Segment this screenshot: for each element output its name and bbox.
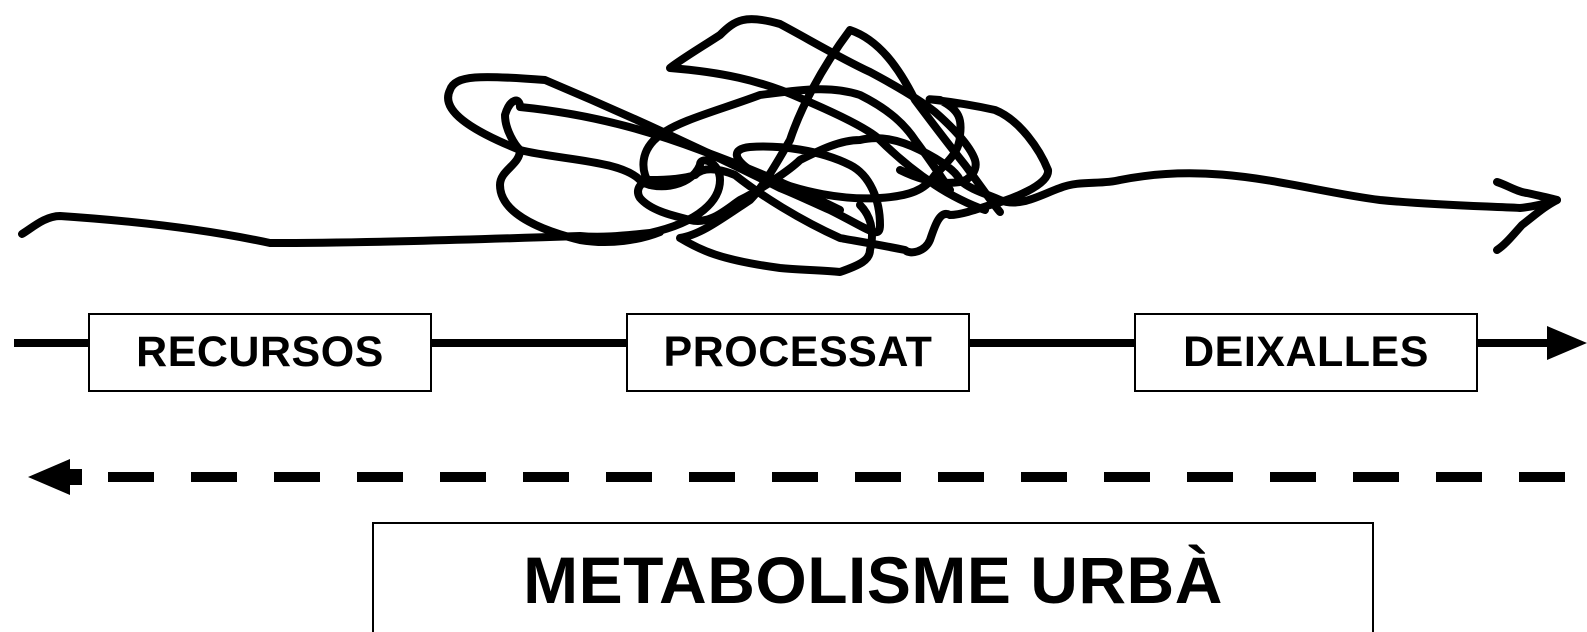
dashed-return-arrowhead (28, 459, 82, 495)
diagram-title: METABOLISME URBÀ (523, 543, 1223, 617)
stage-box-recursos: RECURSOS (88, 313, 432, 392)
linear-flow-arrowhead (1547, 326, 1587, 360)
tangled-loop-middle (676, 26, 1004, 276)
tangled-loop-right (639, 85, 954, 194)
tangled-flow-arrow (18, 15, 1561, 276)
stage-label-processat: PROCESSAT (663, 328, 933, 376)
stage-label-deixalles: DEIXALLES (1183, 328, 1429, 376)
stage-box-deixalles: DEIXALLES (1134, 313, 1478, 392)
tangled-loop-left (496, 96, 844, 246)
stage-box-processat: PROCESSAT (626, 313, 970, 392)
dashed-return-arrow (28, 459, 1587, 495)
stage-label-recursos: RECURSOS (136, 328, 384, 376)
tangled-flow-line (18, 73, 1561, 257)
tangled-arrowhead (1493, 178, 1561, 254)
tangled-loop-upper (666, 15, 989, 214)
title-box: METABOLISME URBÀ (372, 522, 1374, 632)
